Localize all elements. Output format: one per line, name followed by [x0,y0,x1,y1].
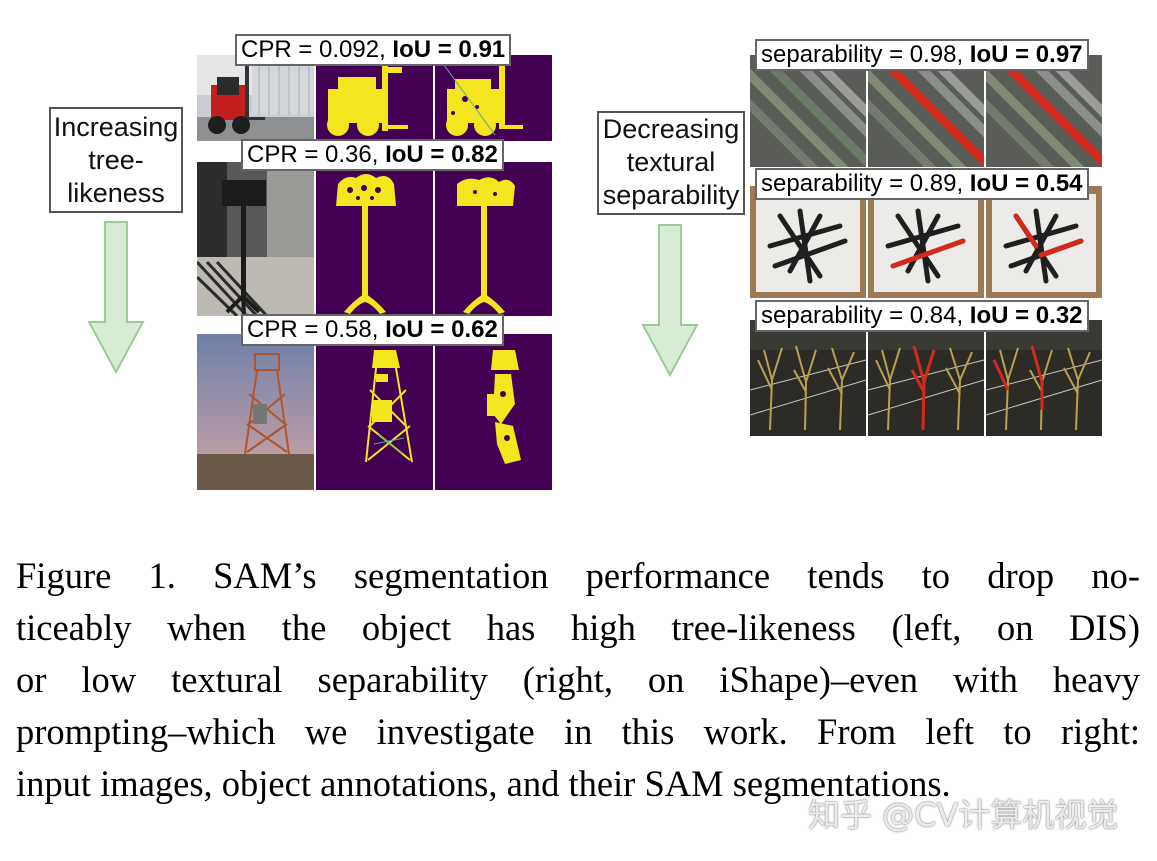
row-3-metric: CPR = 0.58, [247,316,386,343]
right-row-2-metric: separability = 0.89, [761,170,970,197]
figure-1: Increasing tree- likeness Decreasing tex… [49,34,1102,490]
row-1-metric-label: CPR = 0.092, IoU = 0.91 [235,34,512,66]
caption-line-4: prompting–which we investigate in this w… [16,711,1140,752]
right-row-2-iou: IoU = 0.54 [969,170,1083,197]
tree-likeness-label-line-1: Increasing [53,112,179,142]
row-1-iou: IoU = 0.91 [392,36,506,63]
separability-label-line-2: textural [626,147,716,177]
watch-tower-annotation-mask [316,334,433,490]
right-row-1-metric: separability = 0.98, [761,41,970,68]
tree-likeness-label: Increasing tree- likeness [49,107,183,213]
right-row-3-metric-label: separability = 0.84, IoU = 0.32 [755,300,1089,332]
sticks-sam-overlay [986,186,1102,298]
vines-annotation-overlay [868,320,984,436]
music-stand-sam-segmentation [435,162,552,316]
watermark: 知乎 @CV计算机视觉 [808,796,1119,834]
right-row-2-metric-label: separability = 0.89, IoU = 0.54 [755,168,1089,200]
sticks-annotation-overlay [868,186,984,298]
separability-label-line-3: separability [602,180,740,210]
down-arrow-icon [641,224,699,378]
caption-line-3: or low textural separability (right, on … [16,659,1140,700]
vines-input-image [750,320,866,436]
caption-line-5: input images, object annotations, and th… [16,763,951,804]
sticks-input-image [750,186,866,298]
row-2-metric-label: CPR = 0.36, IoU = 0.82 [241,139,504,171]
watch-tower-sam-segmentation [435,334,552,490]
caption-line-1: Figure 1. SAM’s segmentation performance… [16,555,1140,596]
right-row-3-metric: separability = 0.84, [761,302,970,329]
tree-likeness-label-line-3: likeness [67,178,165,208]
forklift-input-image [197,55,314,141]
down-arrow-icon [87,221,145,375]
row-3-iou: IoU = 0.62 [385,316,498,343]
forklift-sam-segmentation [435,55,552,141]
caption-line-2: ticeably when the object has high tree-l… [16,607,1140,648]
rods-sam-overlay [986,55,1102,167]
music-stand-input-image [197,162,314,316]
separability-label-line-1: Decreasing [602,114,740,144]
row-1-metric: CPR = 0.092, [241,36,393,63]
right-row-3-iou: IoU = 0.32 [969,302,1083,329]
row-2-iou: IoU = 0.82 [385,141,498,168]
rods-input-image [750,55,866,167]
textural-separability-label: Decreasing textural separability [597,111,745,215]
figure-caption: Figure 1. SAM’s segmentation performance… [16,550,1140,810]
vines-sam-overlay [986,320,1102,436]
row-2-metric: CPR = 0.36, [247,141,386,168]
row-3-metric-label: CPR = 0.58, IoU = 0.62 [241,314,504,346]
right-row-1-iou: IoU = 0.97 [969,41,1083,68]
right-row-1-metric-label: separability = 0.98, IoU = 0.97 [755,39,1089,71]
rods-annotation-overlay [868,55,984,167]
forklift-annotation-mask [316,55,433,141]
watch-tower-input-image [197,334,314,490]
music-stand-annotation-mask [316,162,433,316]
tree-likeness-label-line-2: tree- [88,145,144,175]
